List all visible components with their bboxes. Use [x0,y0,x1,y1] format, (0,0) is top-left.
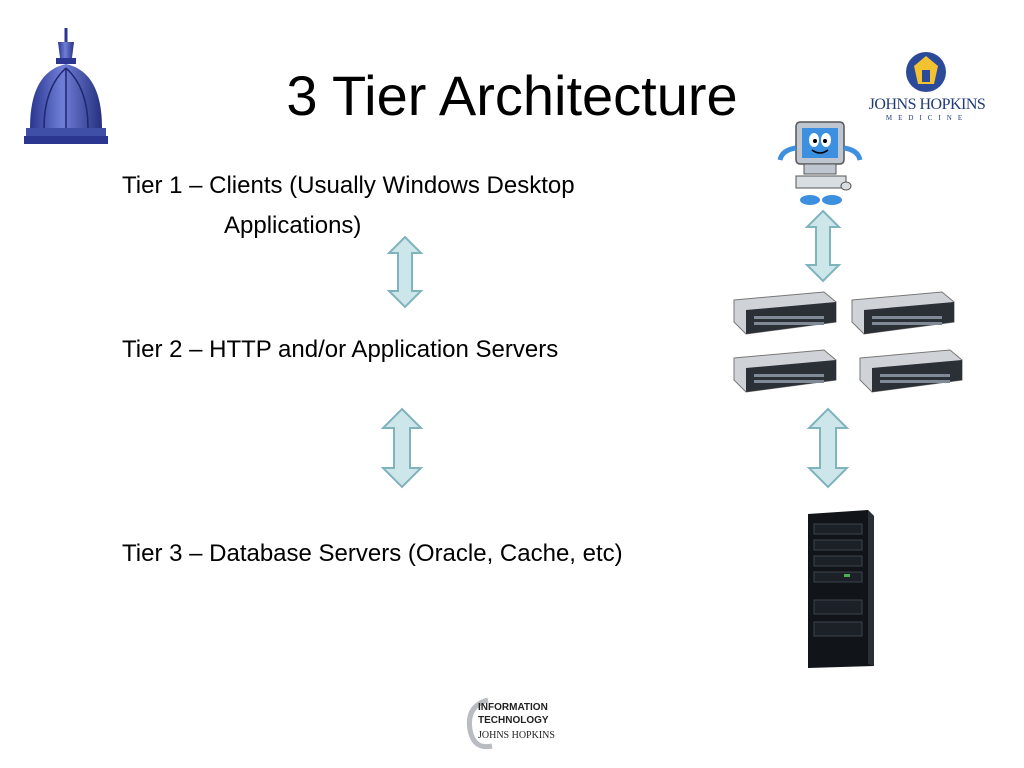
information-technology-logo: INFORMATION TECHNOLOGY JOHNS HOPKINS [462,696,566,754]
tier-3-text: Tier 3 – Database Servers (Oracle, Cache… [122,540,623,567]
tier-2-text: Tier 2 – HTTP and/or Application Servers [122,336,559,363]
logo-line-1: INFORMATION [478,702,548,713]
double-arrow-icon [806,407,850,489]
server-tower-icon [808,510,874,668]
rack-server-icon [733,291,837,335]
double-arrow-icon [386,235,424,309]
shield-icon [906,52,946,92]
dome-icon [24,28,108,144]
curved-line-logo-icon [466,697,493,750]
logo-text: JOHNS HOPKINS [868,96,986,113]
double-arrow-icon [380,407,424,489]
rack-server-icon [859,349,963,393]
logo-subtext: MEDICINE [885,114,969,122]
tier-1-text: Tier 1 – Clients (Usually Windows Deskto… [122,172,575,199]
logo-line-2: TECHNOLOGY [478,715,549,726]
desktop-computer-mascot-icon [777,121,863,205]
logo-line-3: JOHNS HOPKINS [478,730,555,741]
double-arrow-icon [804,209,842,283]
tier-1-text-continued: Applications) [224,212,362,239]
johns-hopkins-medicine-logo: JOHNS HOPKINS MEDICINE [868,50,986,130]
slide-title: 3 Tier Architecture [286,64,738,127]
rack-server-icon [851,291,955,335]
rack-server-icon [733,349,837,393]
